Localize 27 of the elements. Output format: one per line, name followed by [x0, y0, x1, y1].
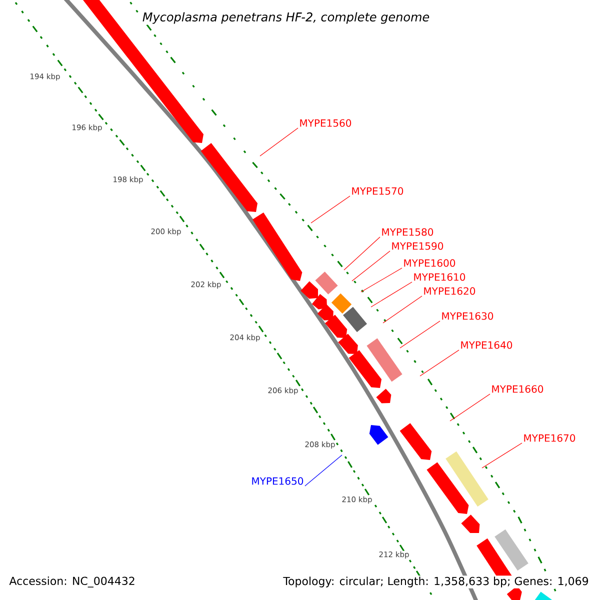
gene-label: MYPE1590 [392, 242, 444, 250]
title: Mycoplasma penetrans HF-2, complete genome [141, 11, 431, 25]
gene-label: MYPE1640 [461, 341, 512, 349]
leader-line [420, 350, 460, 376]
gene-label: MYPE1600 [404, 259, 456, 267]
gene-label: MYPE1610 [414, 273, 466, 281]
gene-label: MYPE1560 [300, 119, 352, 127]
gene-label: MYPE1670 [524, 434, 576, 442]
leader-line [382, 296, 422, 324]
leader-line [260, 128, 298, 156]
accession-text: Accession: NC_004432 [9, 576, 134, 588]
leader-line [344, 236, 380, 270]
leader-line [482, 442, 522, 468]
gene-label: MYPE1630 [442, 312, 494, 320]
gene-label: MYPE1580 [382, 228, 434, 236]
leader-line [304, 454, 342, 486]
gene-label: MYPE1660 [492, 385, 544, 393]
gene-label: MYPE1570 [352, 187, 404, 195]
leader-line [400, 320, 440, 348]
gene-label: MYPE1620 [424, 287, 476, 295]
gene-label: MYPE1650 [252, 477, 304, 485]
leader-line [370, 282, 412, 308]
genome-info-text: Topology: circular; Length: 1,358,633 bp; Genes: 1,069 [282, 576, 590, 588]
leader-line [360, 268, 402, 292]
leader-line [450, 394, 490, 422]
leader-line [352, 250, 390, 282]
leader-line [310, 196, 350, 224]
